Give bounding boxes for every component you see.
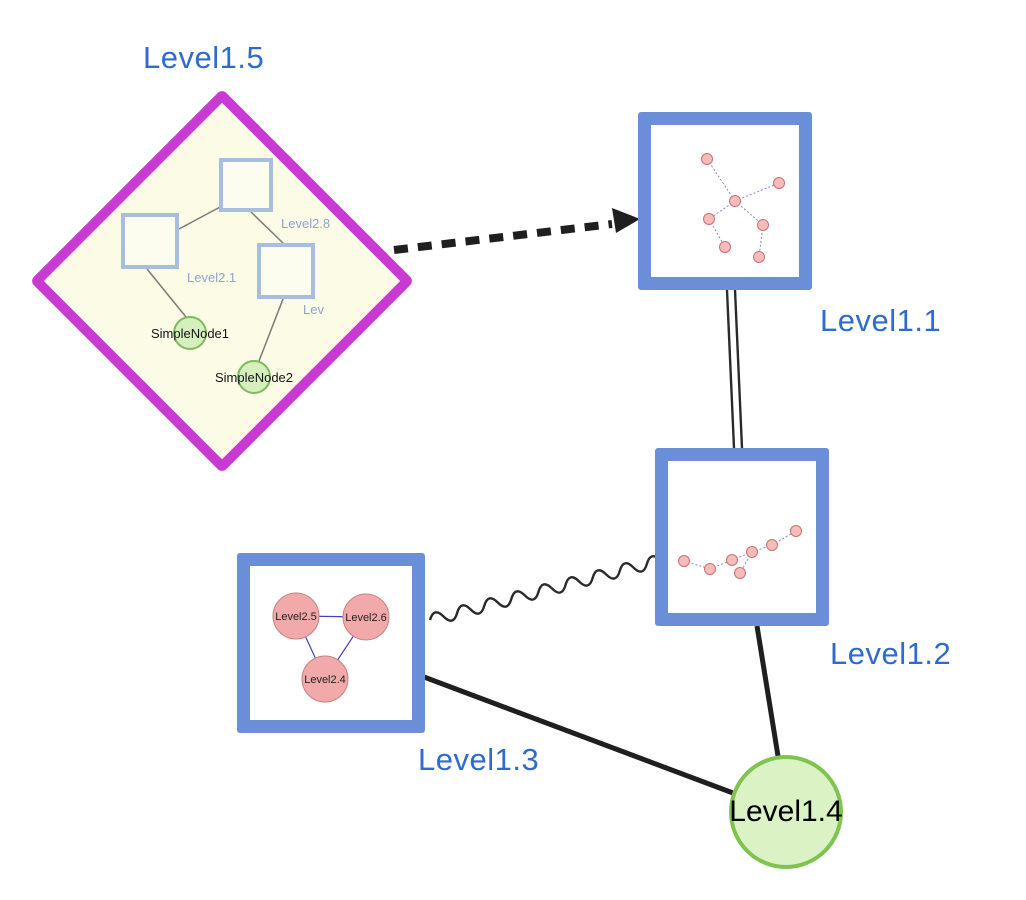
node-simplenode2-label: SimpleNode2: [214, 370, 294, 385]
node-level1-4-label: Level1.4: [729, 795, 843, 828]
mini-node[interactable]: [773, 177, 785, 189]
level11-mini-graph: [701, 153, 785, 263]
node-level1-2-label: Level1.2: [830, 636, 952, 671]
mini-node[interactable]: [757, 219, 769, 231]
node-level2-5[interactable]: [272, 592, 320, 640]
inner-edge-level21-level28: [178, 205, 223, 230]
edge-level12-level14[interactable]: [754, 625, 781, 757]
node-level1-1[interactable]: [638, 112, 812, 290]
node-level2-8-label: Level2.8: [281, 216, 331, 231]
mini-node[interactable]: [701, 153, 713, 165]
node-simplenode1-label: SimpleNode1: [150, 326, 230, 341]
edge-level11-level12-double-b[interactable]: [733, 289, 744, 449]
inner-edge-lev-simplenode2: [258, 298, 284, 362]
mini-node[interactable]: [753, 251, 765, 263]
node-simplenode2[interactable]: [237, 360, 271, 394]
node-level2-6[interactable]: [342, 593, 390, 641]
mini-node[interactable]: [790, 525, 802, 537]
inner-edge-level21-simplenode1: [146, 268, 187, 318]
node-level2-6-label: Level2.6: [345, 612, 387, 624]
node-level2-8[interactable]: [219, 158, 273, 212]
mini-node[interactable]: [746, 546, 758, 558]
node-level1-2[interactable]: [655, 448, 829, 626]
mini-node[interactable]: [766, 539, 778, 551]
mini-node[interactable]: [719, 241, 731, 253]
node-level1-5-label: Level1.5: [143, 40, 265, 75]
mini-node[interactable]: [729, 195, 741, 207]
node-level1-1-label: Level1.1: [820, 303, 942, 338]
node-lev-label: Lev: [303, 302, 324, 317]
edge-level11-level12-double-a[interactable]: [725, 289, 736, 449]
mini-node[interactable]: [703, 213, 715, 225]
edge-level13-level14[interactable]: [423, 674, 734, 796]
level13-mini-graph: Level2.5 Level2.6 Level2.4: [272, 592, 390, 703]
edge-level13-level12-wavy[interactable]: [428, 555, 662, 626]
node-level2-4[interactable]: [301, 655, 349, 703]
mini-node[interactable]: [734, 567, 746, 579]
mini-edges: [706, 158, 780, 258]
node-level1-3[interactable]: Level2.5 Level2.6 Level2.4: [237, 553, 425, 733]
level12-mini-graph: [678, 525, 802, 579]
edge-level15-level11-arrowhead-icon: [612, 208, 640, 233]
inner-edge-level28-lev: [250, 211, 284, 244]
node-level1-4[interactable]: [729, 755, 843, 869]
mini-node[interactable]: [704, 563, 716, 575]
node-level2-5-label: Level2.5: [275, 611, 317, 623]
node-lev[interactable]: [257, 243, 315, 299]
node-level2-4-label: Level2.4: [304, 674, 346, 686]
mini-edges: [683, 530, 797, 574]
node-level2-1-label: Level2.1: [187, 270, 237, 285]
node-level2-1[interactable]: [121, 213, 179, 269]
mini-node[interactable]: [678, 555, 690, 567]
edge-level15-level11-dashed[interactable]: [393, 220, 613, 254]
node-level1-3-label: Level1.3: [418, 742, 540, 777]
node-simplenode1[interactable]: [173, 316, 207, 350]
mini-node[interactable]: [726, 554, 738, 566]
